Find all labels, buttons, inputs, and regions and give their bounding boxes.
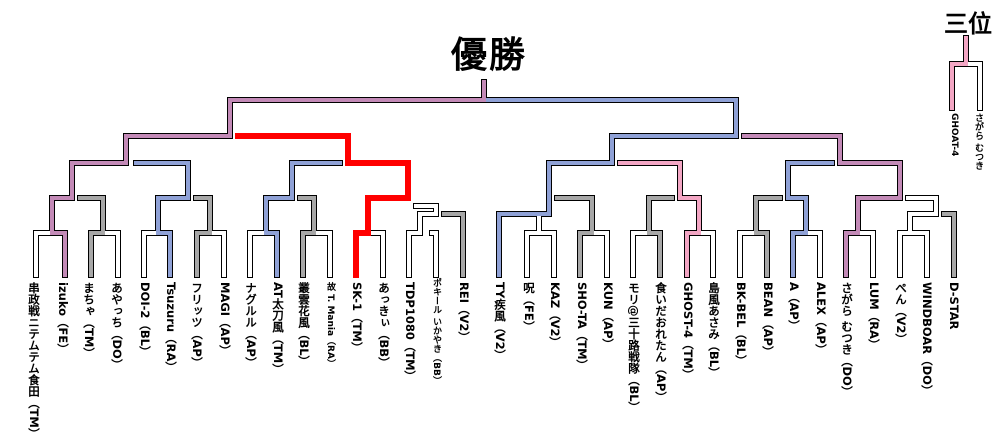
bracket-line-fill [50,80,486,277]
player-name: KAZ（V2） [548,282,562,349]
bracket-line-fill [808,231,822,277]
bracket-line [406,203,439,278]
bracket-line [441,211,466,278]
bracket-line-fill [235,133,411,278]
player-name: izuko（FE） [56,282,70,355]
player-name: TDP1080（TM） [403,282,417,383]
bracket-line-fill [316,231,332,277]
player-name: 島風あさみ（BL） [707,282,721,379]
bracket-line-fill [486,98,738,277]
player-name: SK-1（TM） [350,282,364,354]
bracket-line-fill [968,62,982,110]
bracket-line-fill [950,36,968,110]
bracket-line-fill [942,212,956,277]
player-name: まちゃ（TM） [82,282,96,359]
bracket-line-fill [860,231,875,277]
bracket-line-fill [647,196,674,277]
player-name: 食いだおれたん（AP） [654,282,668,403]
player-name: ぺん（V2） [894,282,908,345]
player-name: ALEX（AP） [814,282,828,356]
player-name: 叢雲花風（BL） [297,282,311,368]
bracket-line-fill [407,204,438,277]
player-name: BEAN（AP） [761,282,775,358]
bracket-line-fill [541,231,556,277]
player-name: ナグルル（AP） [244,282,258,369]
bracket-line-fill [78,196,105,277]
third-place-name: さがら むつき [973,113,983,171]
player-name: A（AP） [787,282,801,332]
player-name: ポキール いかやき（BB） [431,278,441,385]
player-name: 呪（FE） [522,282,536,333]
player-name: MAGI（AP） [218,282,232,357]
player-name: GHOST-4（TM） [681,282,695,381]
third-place-title: 三位 [944,10,992,38]
bracket-line-fill [105,231,120,277]
champion-title: 優勝 [451,35,528,76]
bracket-line-fill [212,231,226,277]
bracket-line-fill [248,231,264,277]
player-name: 故 T. Mania（RA） [325,282,335,368]
bracket-line [897,195,939,278]
bracket-line-fill [594,231,609,277]
third-place-name: GHOAT-4 [949,113,959,157]
player-name: BK-BEL（BL） [734,282,748,367]
player-name: REI（V2） [457,282,471,343]
bracket-line-fill [264,161,342,277]
player-name: 串政戦ニテムテム食田（TM） [27,282,41,439]
player-name: モリ@三十路戦隊（BL） [627,282,641,414]
bracket-line-fill [754,196,782,277]
player-name: LUM（RA） [867,282,881,351]
bracket-line-fill [742,134,902,277]
bracket-line-fill [370,231,385,277]
bracket-line-fill [786,161,834,277]
player-name: あっきぃ（BB） [377,282,391,369]
player-name: フリッツ（AP） [190,282,204,369]
player-name: TY疾風（V2） [493,282,507,362]
bracket-line [949,35,969,111]
player-name: あやっち（DO） [110,282,124,371]
bracket-line-fill [555,196,594,277]
player-name: KUN（AP） [601,282,615,351]
player-name: AT太刀風（TM） [271,282,285,375]
tournament-bracket: 優勝 三位 串政戦ニテムテム食田（TM） izuko（FE） まちゃ（TM） あ… [27,10,992,439]
bracket-line-fill [430,231,438,277]
bracket-line [554,195,595,278]
bracket-lines [33,35,983,278]
bracket-line-fill [298,196,316,277]
bracket-line-fill [525,212,541,277]
bracket-line-fill [442,212,465,277]
bracket-line-fill [142,231,156,277]
bracket-line-fill [701,231,715,277]
bracket-line-fill [194,196,212,277]
bracket-line-fill [134,161,190,277]
bracket-line-fill [912,231,929,277]
bracket-line-fill [34,231,50,277]
player-name: WINDBOAR（DO） [920,282,934,397]
bracket-line-fill [618,161,701,277]
player-name: Tsuzuru（RA） [164,282,178,373]
player-name: D-STAR [947,282,961,330]
player-name: SHO-TA（TM） [575,282,589,372]
player-name: DOI-2（BL） [138,282,152,358]
bracket-line-fill [738,231,754,277]
player-name: さがら むつき（DO） [840,282,854,398]
bracket-line-fill [631,231,647,277]
bracket-line-fill [898,196,938,277]
